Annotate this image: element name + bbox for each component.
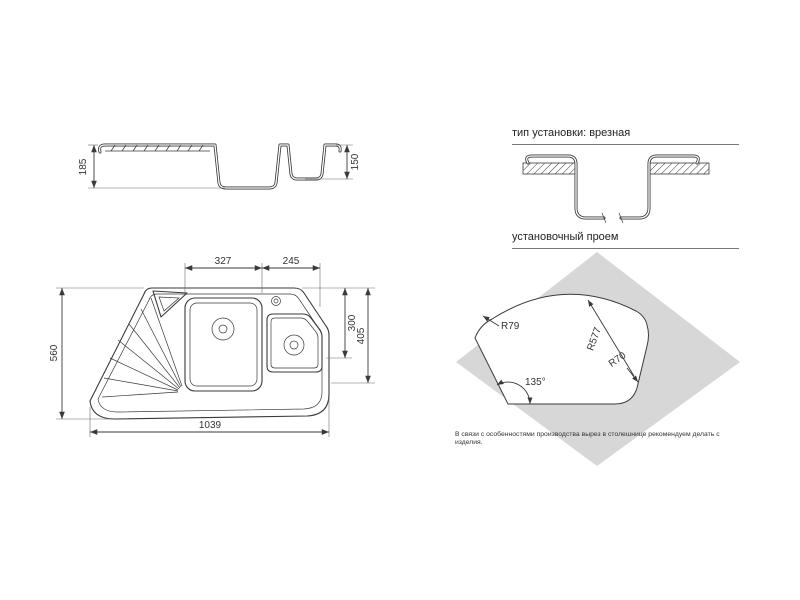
dimension-1039: 1039 [89, 398, 330, 437]
drainboard-fan [101, 297, 183, 398]
dimension-560: 560 [49, 287, 144, 420]
dim-label-185: 185 [78, 158, 89, 175]
break-mark [618, 212, 624, 224]
countertop-left-section [522, 162, 576, 175]
drainboard-ridge [110, 144, 116, 152]
installation-type-title: тип установки: врезная [512, 127, 739, 145]
fan-groove [117, 339, 180, 390]
dim-label-327: 327 [215, 256, 232, 267]
dim-label-560: 560 [49, 344, 60, 361]
profile-outline [98, 143, 342, 190]
fan-groove [103, 377, 179, 392]
fan-groove [109, 357, 179, 391]
dim-label-245: 245 [283, 256, 300, 267]
drainboard-ridge [165, 144, 171, 152]
small-bowl-inner [270, 317, 319, 369]
leader-line [482, 315, 500, 327]
main-bowl-outer [184, 297, 263, 392]
main-bowl [184, 297, 263, 392]
dimension-150: 150 [305, 144, 361, 180]
profile-outline-inner [98, 144, 341, 189]
dim-label-405: 405 [356, 327, 367, 344]
radius-r79-annotation: R79 [482, 315, 520, 332]
drainboard-ridge [121, 144, 127, 152]
tap-hole [271, 296, 281, 306]
sink-inner-rim [97, 293, 323, 413]
cutout-shape [474, 293, 649, 405]
tap-hole-inner [273, 298, 279, 304]
fan-groove [150, 297, 183, 387]
leader-line [626, 367, 639, 383]
main-bowl-drain-hole [218, 324, 228, 334]
fan-groove [128, 323, 181, 389]
dim-label-150: 150 [350, 153, 361, 170]
sink-mount-profile-inner [526, 155, 699, 219]
angle-135-annotation: 135° [496, 377, 546, 405]
cutout-title: установочный проем [512, 231, 739, 249]
dimension-185: 185 [78, 144, 225, 189]
fan-groove [101, 391, 179, 398]
drainboard-ridge [154, 144, 160, 152]
cutout-diagram: R79 R577 R70 135° [456, 252, 740, 466]
main-bowl-drain [211, 317, 235, 341]
drainboard-ridge [187, 144, 193, 152]
small-bowl-drain [283, 334, 305, 356]
label-135deg: 135° [525, 377, 546, 388]
corner-shelf-outer [152, 290, 188, 318]
dimension-245: 245 [262, 256, 321, 307]
corner-shelf [152, 290, 188, 318]
dim-label-300: 300 [347, 314, 358, 331]
small-bowl-drain-hole [289, 340, 299, 350]
sink-outer-rim [89, 287, 330, 420]
main-bowl-inner [189, 302, 258, 387]
drainboard-ridge [176, 144, 182, 152]
fan-groove [140, 308, 182, 388]
sink-profile-section [98, 143, 342, 190]
corner-shelf-inner [158, 296, 180, 312]
installation-section-drawing [522, 154, 710, 224]
dimension-405: 405 [331, 288, 375, 384]
sink-top-view [89, 287, 330, 420]
plan-view-drawing: 327 245 560 300 405 1039 [49, 256, 375, 437]
drainboard-ridge [198, 144, 204, 152]
drainboard-ridge [132, 144, 138, 152]
production-note: В связи с особенностями производства выр… [455, 431, 720, 447]
side-view-drawing: 185 150 [78, 143, 361, 190]
tap-hole-outer [271, 296, 281, 306]
label-r79: R79 [501, 321, 520, 332]
drainboard-ridges [110, 144, 204, 152]
dimension-300: 300 [302, 287, 375, 359]
small-bowl [266, 313, 323, 373]
dim-label-1039: 1039 [199, 420, 222, 431]
countertop-right-section [649, 162, 710, 175]
small-bowl-outer [266, 313, 323, 373]
break-mark [601, 212, 607, 224]
angle-arc [496, 379, 533, 405]
drainboard-ridge [143, 144, 149, 152]
leader-line [587, 299, 635, 377]
